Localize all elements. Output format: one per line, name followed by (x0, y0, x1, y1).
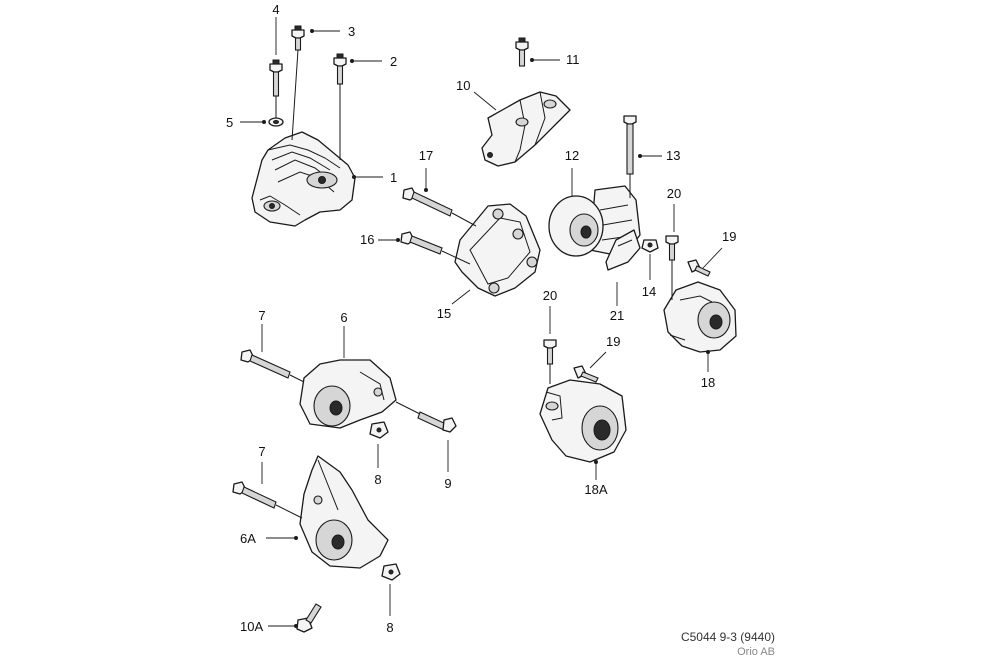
callout-13: 13 (666, 148, 680, 163)
part-19-bolt-lower (573, 365, 599, 383)
callout-8-upper: 8 (374, 472, 381, 487)
part-18-transmission-mount (663, 281, 737, 353)
callout-7-lower: 7 (258, 444, 265, 459)
part-16-bolt (400, 231, 471, 265)
callout-21: 21 (610, 308, 624, 323)
part-11-bolt (515, 37, 529, 67)
part-3-bolt (291, 25, 305, 141)
callout-18: 18 (701, 375, 715, 390)
callout-20-lower: 20 (543, 288, 557, 303)
callout-6: 6 (340, 310, 347, 325)
part-10a-bolt (296, 603, 322, 633)
callout-1: 1 (390, 170, 397, 185)
callout-19-lower: 19 (606, 334, 620, 349)
callout-16: 16 (360, 232, 374, 247)
part-14-nut (641, 239, 659, 253)
leader-lines (240, 17, 723, 628)
callout-20-upper: 20 (667, 186, 681, 201)
part-18a-transmission-mount (539, 379, 627, 463)
callout-5: 5 (226, 115, 233, 130)
callout-11: 11 (566, 52, 580, 67)
part-19-bolt-upper (687, 259, 711, 277)
callout-labels: 4 3 2 5 1 10 11 12 13 17 16 15 21 14 20 … (226, 2, 736, 635)
part-2-bolt (333, 53, 347, 160)
callout-6a: 6A (240, 531, 256, 546)
part-21-heat-shield (605, 229, 641, 271)
part-6-engine-mount (299, 359, 397, 429)
copyright-organization: Orio AB (737, 646, 775, 658)
part-20-bolt-upper (665, 235, 679, 300)
callout-12: 12 (565, 148, 579, 163)
callout-18a: 18A (584, 482, 607, 497)
callout-14: 14 (642, 284, 656, 299)
callout-19-upper: 19 (722, 229, 736, 244)
part-20-bolt-lower (543, 339, 557, 384)
callout-17: 17 (419, 148, 433, 163)
part-1-engine-mount-housing (251, 131, 356, 227)
part-8-nut-upper (369, 421, 389, 439)
callout-7-upper: 7 (258, 308, 265, 323)
diagram-reference-code: C5044 9-3 (9440) (680, 630, 775, 644)
part-17-bolt (402, 187, 477, 227)
part-10-bracket (481, 91, 571, 167)
callout-8-lower: 8 (386, 620, 393, 635)
part-5-washer (268, 117, 284, 127)
part-7-bolt-lower (232, 481, 303, 519)
callout-10a: 10A (240, 619, 263, 634)
part-13-bolt (623, 115, 637, 198)
callout-2: 2 (390, 54, 397, 69)
part-8-nut-lower (381, 563, 401, 581)
part-15-bracket (454, 203, 541, 297)
part-6a-engine-mount (299, 455, 389, 569)
callout-3: 3 (348, 24, 355, 39)
callout-10: 10 (456, 78, 470, 93)
part-9-bolt (395, 401, 457, 433)
part-4-bolt (269, 59, 283, 118)
callout-9: 9 (444, 476, 451, 491)
part-7-bolt-upper (240, 349, 305, 383)
callout-15: 15 (437, 306, 451, 321)
callout-4: 4 (272, 2, 279, 17)
